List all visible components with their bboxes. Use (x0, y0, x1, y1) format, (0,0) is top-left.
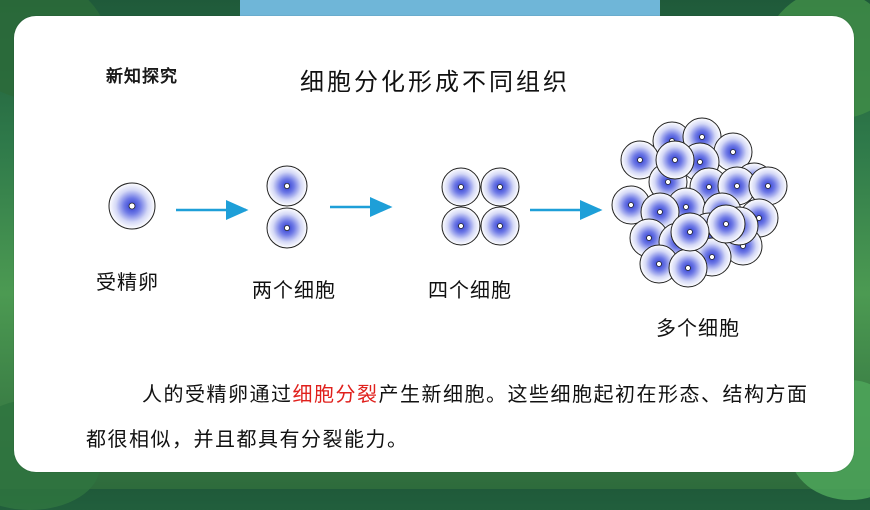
section-tag: 新知探究 (106, 67, 178, 87)
cell-many (668, 248, 708, 288)
background-sky (240, 0, 660, 20)
stage-label-two-cells: 两个细胞 (252, 278, 336, 302)
paragraph-text-after: 产生新细胞。这些细胞起初在形态、结构方面都很相似，并且都具有分裂能力。 (86, 382, 809, 451)
cell-two (266, 207, 308, 249)
cell-many (670, 212, 710, 252)
slide-title: 细胞分化形成不同组织 (300, 68, 570, 96)
description-paragraph: 人的受精卵通过细胞分裂产生新细胞。这些细胞起初在形态、结构方面都很相似，并且都具… (86, 372, 816, 462)
stage-label-many-cells: 多个细胞 (656, 316, 740, 340)
cell-four (441, 167, 481, 207)
cell-many (748, 166, 788, 206)
cell-four (441, 206, 481, 246)
stage-label-four-cells: 四个细胞 (428, 278, 512, 302)
cell-two (266, 165, 308, 207)
cell-division-diagram (108, 117, 788, 288)
cell-four (480, 206, 520, 246)
paragraph-highlight: 细胞分裂 (292, 382, 379, 406)
cell-four (480, 167, 520, 207)
cell-many (706, 204, 746, 244)
stage-label-zygote: 受精卵 (96, 270, 159, 294)
cell-zygote (108, 182, 156, 230)
paragraph-text-before: 人的受精卵通过 (142, 382, 293, 406)
cell-many (655, 140, 695, 180)
